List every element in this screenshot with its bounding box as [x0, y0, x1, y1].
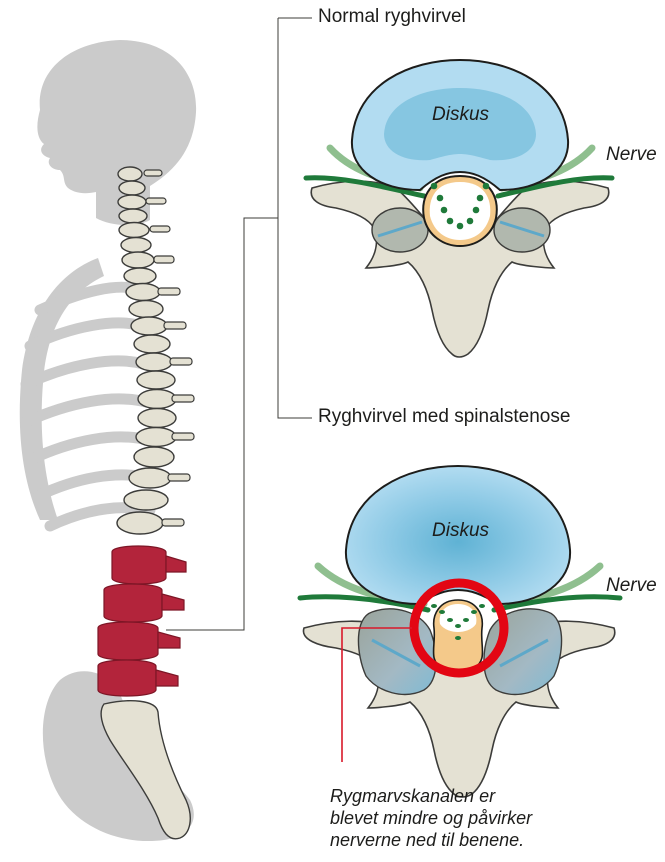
vertebra: [118, 195, 146, 209]
vertebra: [122, 252, 154, 268]
vertebra: [138, 390, 176, 409]
skull: [37, 40, 196, 225]
note-line: nerverne ned til benene.: [330, 829, 650, 851]
vertebra: [119, 223, 149, 238]
vertebra: [134, 335, 170, 353]
vertebra: [138, 409, 176, 428]
vertebra: [136, 428, 176, 447]
vertebra: [136, 353, 172, 371]
vertebra: [126, 284, 160, 301]
vertebra: [117, 512, 163, 534]
vertebra: [124, 490, 168, 510]
stenosis-vertebra-title: Ryghvirvel med spinalstenose: [318, 406, 570, 428]
vertebra: [129, 301, 163, 318]
nerve-label-bottom: Nerve: [606, 575, 657, 597]
vertebra: [129, 468, 171, 488]
vertebra: [134, 447, 174, 467]
note-line: blevet mindre og påvirker: [330, 807, 650, 829]
lumbar-vertebra: [98, 660, 156, 696]
vertebra: [121, 238, 151, 253]
nerve-label-top: Nerve: [606, 144, 657, 166]
note-line: Rygmarvskanalen er: [330, 785, 650, 807]
vertebra: [118, 167, 142, 181]
spine-lumbar-highlighted: [98, 546, 186, 696]
lumbar-vertebra: [98, 622, 158, 660]
stenosis-vertebra: [300, 466, 620, 797]
lumbar-vertebra: [112, 546, 166, 584]
vertebra: [137, 371, 175, 389]
normal-vertebra-title: Normal ryghvirvel: [318, 6, 466, 28]
vertebra: [119, 181, 145, 195]
lumbar-vertebra: [104, 584, 162, 622]
stenosis-note: Rygmarvskanalen er blevet mindre og påvi…: [330, 785, 650, 851]
vertebra: [131, 317, 167, 335]
vertebra: [119, 209, 147, 223]
vertebra: [124, 268, 156, 284]
disc-label-bottom: Diskus: [432, 520, 489, 542]
disc-label-top: Diskus: [432, 104, 489, 126]
